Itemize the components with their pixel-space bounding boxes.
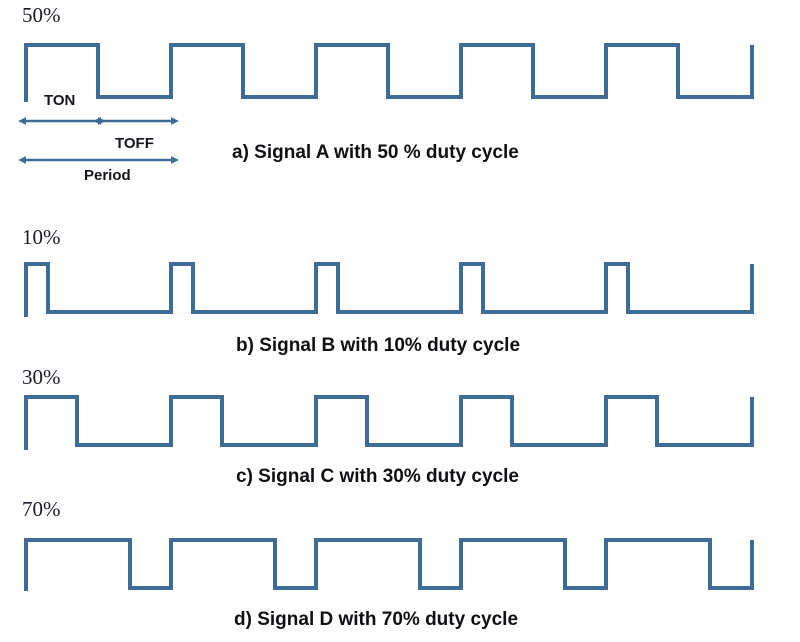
- signal-c-waveform: [24, 395, 754, 450]
- signal-a-waveform: [24, 43, 754, 102]
- signal-c-caption: c) Signal C with 30% duty cycle: [236, 466, 519, 487]
- ton-label: TON: [44, 92, 76, 109]
- signal-a-percent-label: 50%: [22, 3, 61, 27]
- signal-c-percent-label: 30%: [22, 365, 61, 389]
- period-arrow: [18, 156, 179, 164]
- signal-b-percent-label: 10%: [22, 225, 61, 249]
- signal-b-waveform: [24, 262, 754, 317]
- toff-label: TOFF: [115, 135, 154, 152]
- period-label: Period: [84, 167, 131, 184]
- ton-toff-arrows: [18, 117, 179, 125]
- signal-b-caption: b) Signal B with 10% duty cycle: [236, 335, 521, 356]
- signal-d-caption: d) Signal D with 70% duty cycle: [234, 609, 519, 630]
- signal-a-caption: a) Signal A with 50 % duty cycle: [232, 142, 519, 163]
- signal-d-percent-label: 70%: [22, 497, 61, 521]
- signal-d-waveform: [24, 538, 754, 591]
